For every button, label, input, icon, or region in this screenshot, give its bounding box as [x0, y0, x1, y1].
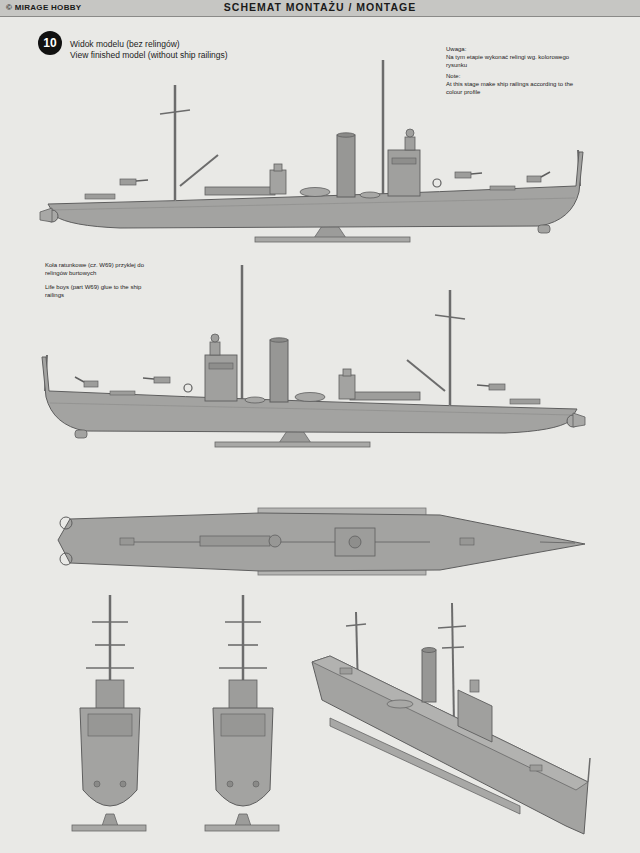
ship-perspective-view [312, 603, 590, 834]
rangefinder-plan [349, 536, 361, 548]
mast-yard [442, 647, 464, 648]
header-text: © MIRAGE HOBBY [6, 3, 81, 13]
note-heading: Uwaga: [446, 46, 466, 54]
note-text: At this stage make ship railings accordi… [446, 81, 574, 96]
mast-yard [346, 624, 366, 626]
ship-port-view [42, 265, 585, 447]
lifebuoy-note: Life boys (part W69) glue to the ship ra… [45, 284, 157, 299]
funnel-plan [269, 535, 281, 547]
callout-number: 10 [43, 36, 56, 50]
hull-plan [58, 513, 585, 571]
boat [387, 700, 413, 708]
funnel [422, 650, 436, 702]
hull [312, 656, 588, 834]
deck [312, 656, 588, 790]
gun [340, 668, 352, 674]
stern-fitting [60, 517, 72, 529]
gun-plan [120, 538, 134, 545]
deckhouse-plan [200, 536, 270, 546]
ship-top-view [58, 508, 585, 575]
view-title-pl: Widok modelu (bez relingów) [70, 39, 180, 50]
step-callout-circle: 10 [38, 31, 62, 55]
funnel-cap [422, 648, 436, 653]
gun-plan [460, 538, 474, 545]
header-band: © MIRAGE HOBBYSCHEMAT MONTAŻU / MONTAGE [0, 0, 640, 17]
rangefinder [470, 680, 479, 692]
ship-starboard-view [40, 60, 583, 242]
ship-rear-view [205, 595, 279, 831]
bridge [458, 690, 492, 742]
header-text: SCHEMAT MONTAŻU / MONTAGE [0, 1, 640, 14]
bridge-plan [335, 528, 375, 556]
gun [530, 765, 542, 771]
fore-mast [452, 603, 454, 725]
ship-front-view [72, 595, 146, 831]
deck-line [540, 542, 575, 543]
mast-yard [438, 626, 466, 628]
stern-fitting [60, 553, 72, 565]
note-heading: Note: [446, 73, 460, 81]
jackstaff [588, 758, 590, 782]
view-title-en: View finished model (without ship railin… [70, 50, 228, 61]
lifebuoy-note: Koła ratunkowe (cz. W69) przyklej do rel… [45, 262, 157, 277]
note-text: Na tym etapie wykonać relingi wg. koloro… [446, 54, 574, 69]
